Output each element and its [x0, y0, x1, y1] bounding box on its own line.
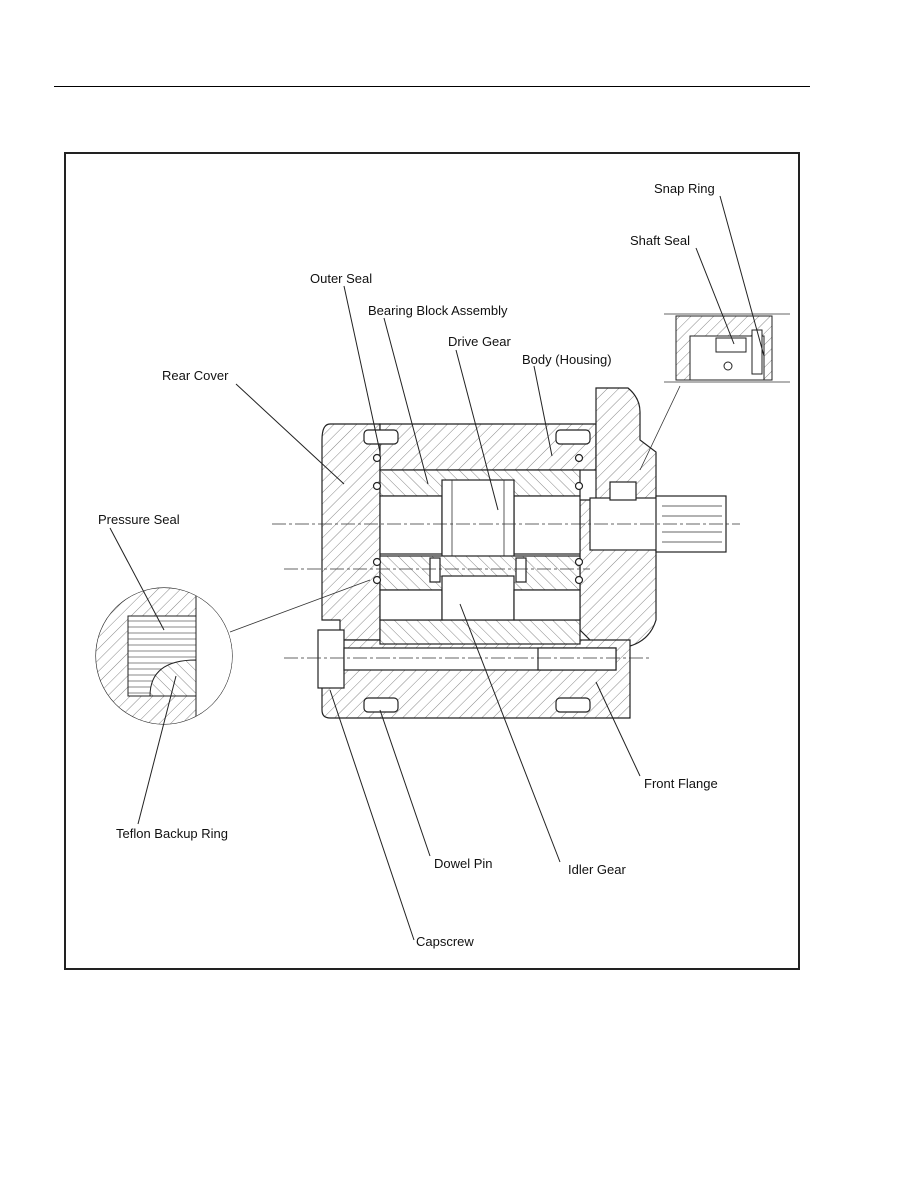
label-body-housing: Body (Housing): [522, 352, 612, 367]
label-idler-gear: Idler Gear: [568, 862, 626, 877]
dowel-pin-bottom-right: [555, 697, 591, 713]
pressure-seal-left: [429, 557, 441, 583]
capscrew-group: [317, 629, 617, 689]
label-outer-seal: Outer Seal: [310, 271, 372, 286]
housing-middle-band: [379, 619, 581, 645]
capscrew-head: [317, 629, 345, 689]
center-lines: [272, 523, 740, 659]
pressure-seal-detail: [95, 579, 371, 725]
label-drive-gear: Drive Gear: [448, 334, 512, 349]
dowel-pin-top-right: [555, 429, 591, 445]
label-front-flange: Front Flange: [644, 776, 718, 791]
dowel-pin-top-left: [363, 429, 399, 445]
label-dowel-pin: Dowel Pin: [434, 856, 493, 871]
o-ring-group: [372, 453, 584, 585]
leader-lines: [109, 195, 765, 941]
shaft-seal-area: [609, 481, 637, 501]
bearing-bore-right: [513, 495, 581, 555]
gear-group: [379, 469, 581, 621]
dowel-pin-group: [363, 429, 591, 713]
label-capscrew: Capscrew: [416, 934, 474, 949]
label-shaft-seal: Shaft Seal: [630, 233, 690, 248]
idler-bore-left: [379, 589, 443, 621]
label-snap-ring: Snap Ring: [654, 181, 715, 196]
header-rule: [54, 86, 810, 87]
idler-gear-shape: [441, 575, 515, 621]
pressure-seal-right: [515, 557, 527, 583]
rear-cover-section: [321, 423, 381, 641]
bearing-bore-left: [379, 495, 443, 555]
drive-gear-shape: [441, 479, 515, 561]
label-rear-cover: Rear Cover: [162, 368, 229, 383]
idler-bore-right: [513, 589, 581, 621]
label-pressure-seal: Pressure Seal: [98, 512, 180, 527]
figure-frame: [64, 152, 800, 970]
shaft-group: [589, 481, 727, 553]
dowel-pin-bottom-left: [363, 697, 399, 713]
label-teflon-backup-ring: Teflon Backup Ring: [116, 826, 228, 841]
capscrew-thread: [537, 647, 617, 671]
label-bearing-block-assembly: Bearing Block Assembly: [368, 303, 508, 318]
shaft-seal-detail: [639, 313, 790, 471]
callout-labels: Snap Ring Shaft Seal Outer Seal Bearing …: [98, 181, 718, 949]
